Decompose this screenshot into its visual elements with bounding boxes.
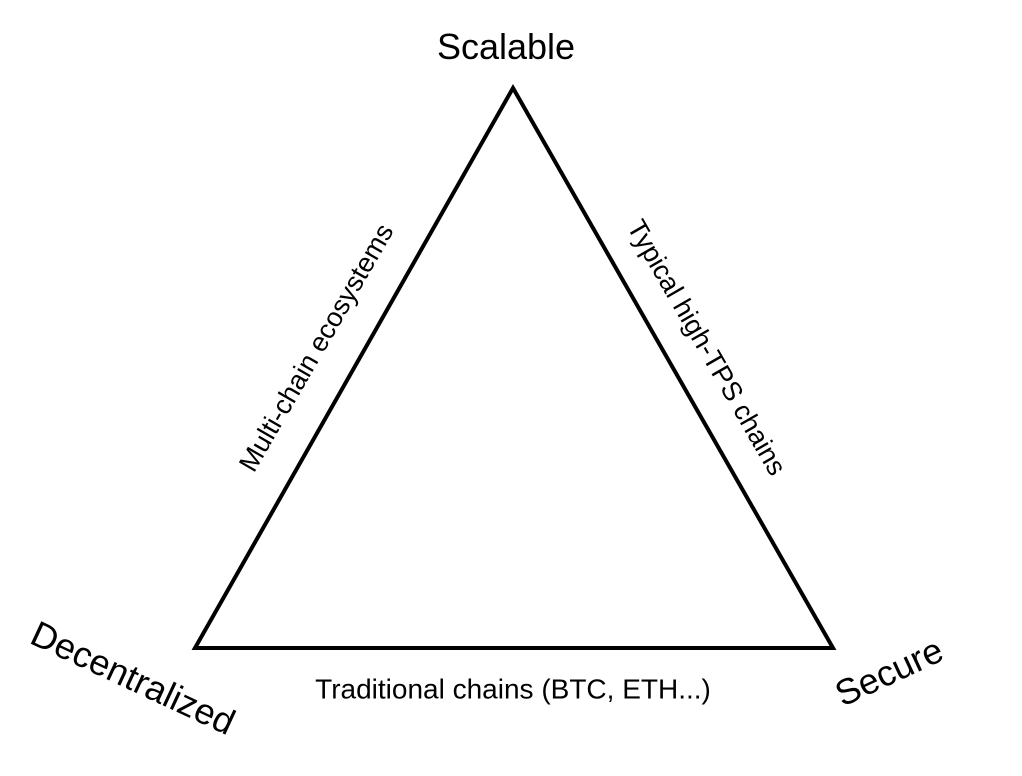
triangle-outline — [191, 83, 837, 650]
edge-label-bottom: Traditional chains (BTC, ETH...) — [315, 673, 711, 705]
vertex-label-scalable: Scalable — [436, 26, 576, 68]
